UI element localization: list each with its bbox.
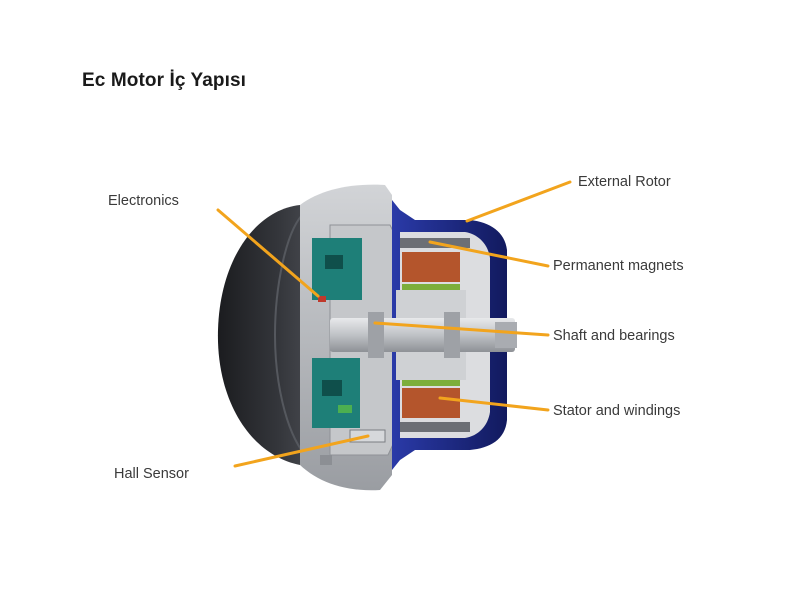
- leader-hall-sensor: [233, 434, 370, 468]
- pcb-component-1: [325, 255, 343, 269]
- label-shaft-bearings: Shaft and bearings: [553, 328, 675, 344]
- bearing-left: [368, 312, 384, 358]
- rear-housing: [217, 205, 318, 465]
- label-electronics: Electronics: [108, 193, 179, 209]
- label-hall-sensor: Hall Sensor: [114, 466, 189, 482]
- leader-external-rotor: [465, 180, 572, 223]
- leader-shaft-bearings: [373, 321, 550, 337]
- shaft-tip: [495, 322, 517, 348]
- stator-green-lower: [402, 380, 460, 386]
- shaft: [330, 318, 515, 352]
- bearing-right: [444, 312, 460, 358]
- pcb-component-2: [322, 380, 342, 396]
- winding-lower: [402, 388, 460, 418]
- stator-green-upper: [402, 284, 460, 290]
- leader-stator-windings: [438, 396, 550, 412]
- leader-permanent-magnets: [428, 240, 550, 268]
- winding-upper: [402, 252, 460, 282]
- label-external-rotor: External Rotor: [578, 174, 671, 190]
- leader-electronics: [216, 208, 320, 298]
- bottom-screw: [320, 455, 332, 465]
- label-permanent-magnets: Permanent magnets: [553, 258, 684, 274]
- leader-lines: [216, 180, 572, 468]
- rear-housing-rim: [273, 211, 306, 456]
- diagram-title: Ec Motor İç Yapısı: [82, 70, 247, 91]
- pcb-chip-red: [318, 296, 326, 302]
- pcb-chip-green: [338, 405, 352, 413]
- label-stator-windings: Stator and windings: [553, 403, 681, 419]
- magnet-lower: [400, 422, 470, 432]
